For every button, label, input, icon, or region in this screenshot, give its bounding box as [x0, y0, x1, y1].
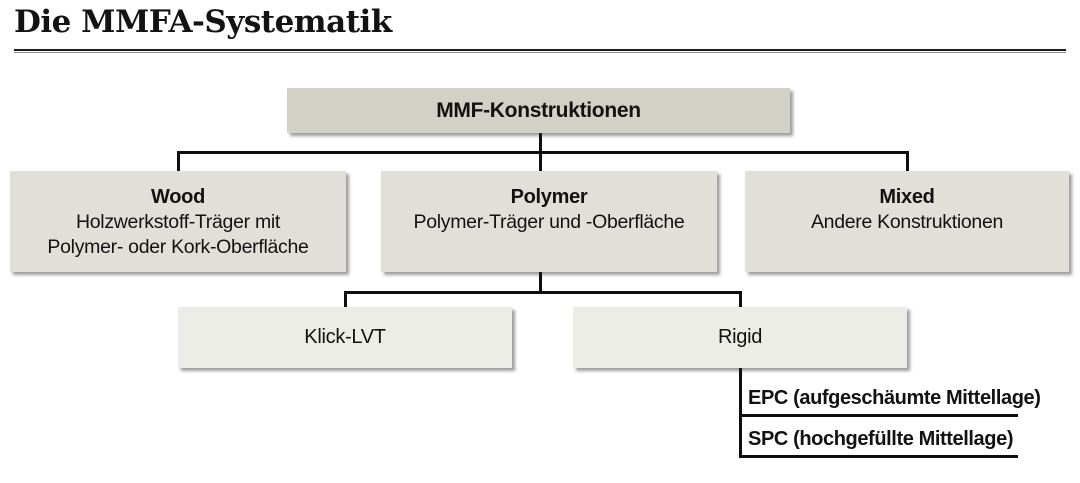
node-spc: SPC (hochgefüllte Mittellage) — [748, 428, 1014, 450]
connector-polymer-vertical — [539, 271, 542, 294]
node-mixed: Mixed Andere Konstruktionen — [745, 171, 1069, 272]
node-root-label: MMF-Konstruktionen — [436, 98, 641, 122]
node-polymer-title: Polymer — [510, 186, 588, 208]
connector-stub-rigid — [739, 291, 742, 307]
title-rule-gray — [14, 52, 1066, 53]
connector-level3-horizontal — [344, 291, 742, 294]
node-mixed-subline: Andere Konstruktionen — [810, 211, 1004, 233]
node-wood-title: Wood — [151, 186, 205, 208]
node-polymer-subline: Polymer-Träger und -Oberfläche — [413, 211, 685, 233]
node-wood-subline: Holzwerkstoff-Träger mit — [75, 211, 281, 233]
connector-stub-klick-lvt — [344, 291, 347, 307]
title-rule-dark — [14, 49, 1066, 51]
node-mmf-konstruktionen: MMF-Konstruktionen — [287, 88, 790, 133]
connector-level2-horizontal — [177, 151, 909, 154]
node-epc: EPC (aufgeschäumte Mittellage) — [748, 387, 1041, 409]
connector-rigid-vertical — [739, 367, 742, 458]
connector-stub-wood — [177, 151, 180, 171]
connector-stub-mixed — [906, 151, 909, 171]
connector-epc-underline — [739, 414, 1018, 417]
node-wood: Wood Holzwerkstoff-Träger mit Polymer- o… — [10, 171, 346, 272]
node-rigid: Rigid — [573, 307, 907, 368]
connector-spc-underline — [739, 455, 1018, 458]
page-title: Die MMFA-Systematik — [14, 4, 392, 40]
node-wood-subline: Polymer- oder Kork-Oberfläche — [47, 236, 309, 258]
node-mixed-title: Mixed — [879, 186, 935, 208]
node-klick-lvt-label: Klick-LVT — [304, 326, 386, 348]
node-rigid-label: Rigid — [717, 326, 763, 348]
node-polymer: Polymer Polymer-Träger und -Oberfläche — [381, 171, 717, 272]
node-klick-lvt: Klick-LVT — [178, 307, 512, 368]
